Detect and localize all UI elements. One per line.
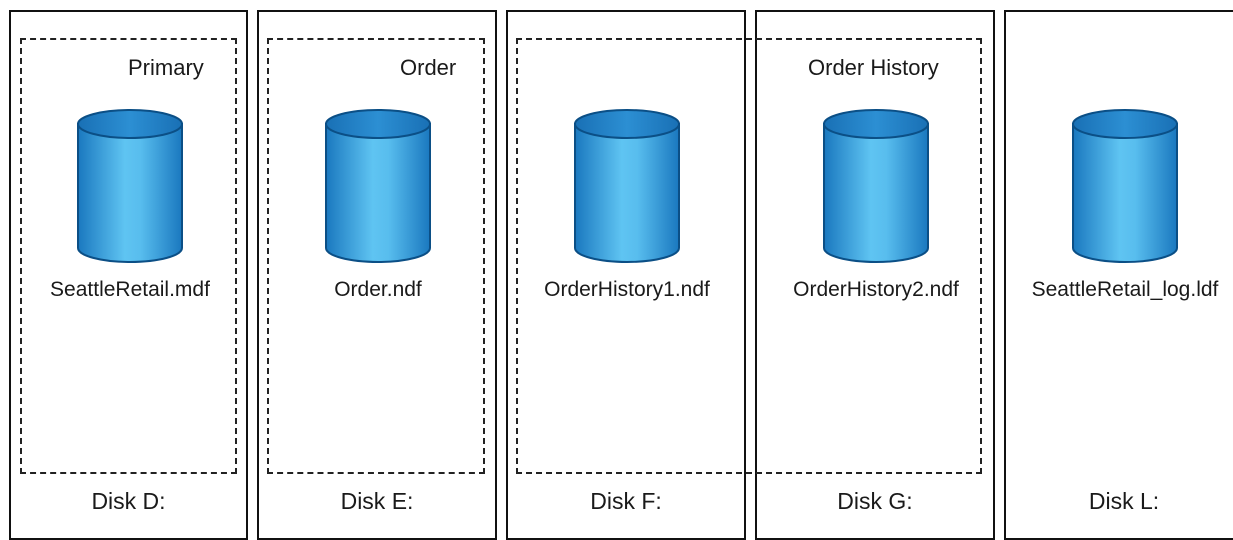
file-label: Order.ndf xyxy=(334,278,422,301)
filegroup-label-order-history: Order History xyxy=(808,55,939,80)
file-seattleretail-mdf: SeattleRetail.mdf xyxy=(10,108,250,302)
file-label: OrderHistory1.ndf xyxy=(544,278,710,301)
database-cylinder-icon xyxy=(574,109,680,263)
filegroup-label-order: Order xyxy=(400,55,457,80)
disk-label: Disk G: xyxy=(837,488,913,514)
file-label: SeattleRetail_log.ldf xyxy=(1031,278,1219,301)
filegroup-primary xyxy=(20,38,237,474)
file-seattleretail-log-ldf: SeattleRetail_log.ldf xyxy=(1005,108,1233,302)
disk-label: Disk F: xyxy=(590,488,662,514)
database-cylinder-icon xyxy=(1072,109,1178,263)
disk-label: Disk L: xyxy=(1088,488,1160,514)
file-orderhistory1-ndf: OrderHistory1.ndf xyxy=(507,108,747,302)
file-orderhistory2-ndf: OrderHistory2.ndf xyxy=(756,108,996,302)
disk-label: Disk D: xyxy=(91,488,166,514)
file-label: OrderHistory2.ndf xyxy=(793,278,959,301)
file-label: SeattleRetail.mdf xyxy=(50,278,210,301)
filegroup-order-history xyxy=(516,38,982,474)
database-cylinder-icon xyxy=(77,109,183,263)
file-order-ndf: Order.ndf xyxy=(258,108,498,302)
filegroup-order xyxy=(267,38,485,474)
database-cylinder-icon xyxy=(325,109,431,263)
filegroup-label-primary: Primary xyxy=(128,55,204,80)
disk-label: Disk E: xyxy=(340,488,414,514)
database-cylinder-icon xyxy=(823,109,929,263)
